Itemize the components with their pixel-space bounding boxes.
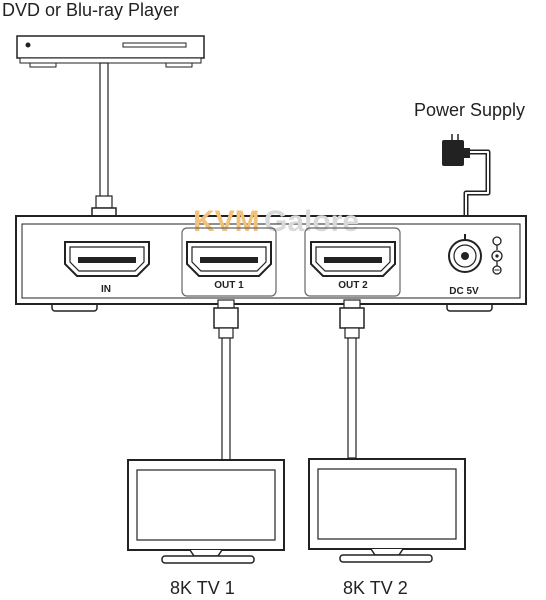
source-device-label: DVD or Blu-ray Player <box>2 0 180 20</box>
dvd-player-icon <box>16 35 205 68</box>
port-label-out1: OUT 1 <box>214 280 244 291</box>
tv2-icon <box>308 458 466 563</box>
port-label-in: IN <box>101 284 111 295</box>
dc-power-jack <box>448 234 482 273</box>
port-label-out2: OUT 2 <box>338 280 368 291</box>
kvmgalore-watermark: KVM Galore <box>193 205 359 238</box>
watermark-galore: Galore <box>264 205 359 238</box>
hdmi-cable-out1 <box>213 299 239 461</box>
hdmi-port-in <box>64 241 150 277</box>
hdmi-cable-out2 <box>339 299 365 459</box>
out2-port-frame <box>304 227 401 297</box>
power-supply-label: Power Supply <box>414 100 526 120</box>
hdmi-port-out2 <box>310 241 396 277</box>
watermark-kvm: KVM <box>193 205 260 238</box>
out1-port-frame <box>181 227 277 297</box>
port-label-dc: DC 5V <box>449 286 479 297</box>
tv2-label: 8K TV 2 <box>343 578 408 598</box>
hdmi-cable-input <box>91 62 117 237</box>
power-adapter-icon <box>442 134 470 166</box>
hdmi-port-out1 <box>186 241 272 277</box>
tv1-label: 8K TV 1 <box>170 578 235 598</box>
polarity-symbol-icon <box>491 236 503 275</box>
tv1-icon <box>127 459 285 564</box>
